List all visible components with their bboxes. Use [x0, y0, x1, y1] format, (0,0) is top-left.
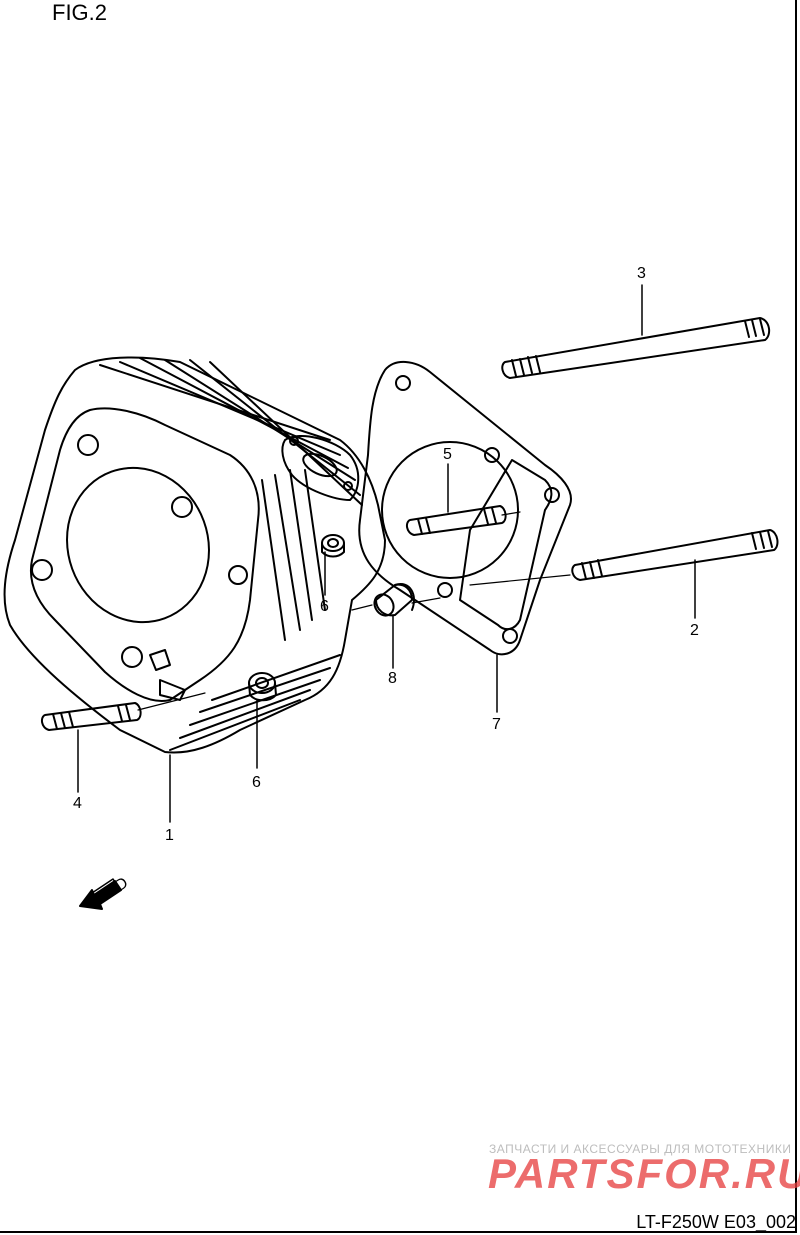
dowel-pin-lower	[248, 672, 277, 702]
callout-1: 1	[165, 827, 174, 844]
fwd-direction-arrow	[79, 878, 122, 910]
callout-5: 5	[443, 446, 452, 463]
callout-6-upper: 6	[320, 598, 329, 615]
callout-3: 3	[637, 265, 646, 282]
stud-bolt-left	[40, 702, 142, 731]
alignment-lines	[137, 511, 571, 711]
leader-lines	[77, 284, 696, 823]
stud-bolt-long-lower	[571, 529, 779, 581]
stud-bolt-short	[405, 505, 507, 536]
callout-8: 8	[388, 670, 397, 687]
dowel-collar	[373, 583, 415, 617]
callout-6-lower: 6	[252, 774, 261, 791]
dowel-pin-upper	[321, 534, 345, 558]
callout-2: 2	[690, 622, 699, 639]
watermark-subtitle: ЗАПЧАСТИ И АКСЕССУАРЫ ДЛЯ МОТОТЕХНИКИ	[489, 1142, 792, 1156]
cylinder-block	[3, 356, 386, 754]
callout-4: 4	[73, 795, 82, 812]
stud-bolt-long-upper	[501, 317, 771, 379]
cylinder-base-gasket	[358, 361, 572, 656]
callout-7: 7	[492, 716, 501, 733]
reference-code: LT-F250W E03_002	[636, 1212, 796, 1232]
figure-title: FIG.2	[52, 0, 108, 25]
watermark-brand: PARTSFOR.RU	[488, 1150, 800, 1197]
